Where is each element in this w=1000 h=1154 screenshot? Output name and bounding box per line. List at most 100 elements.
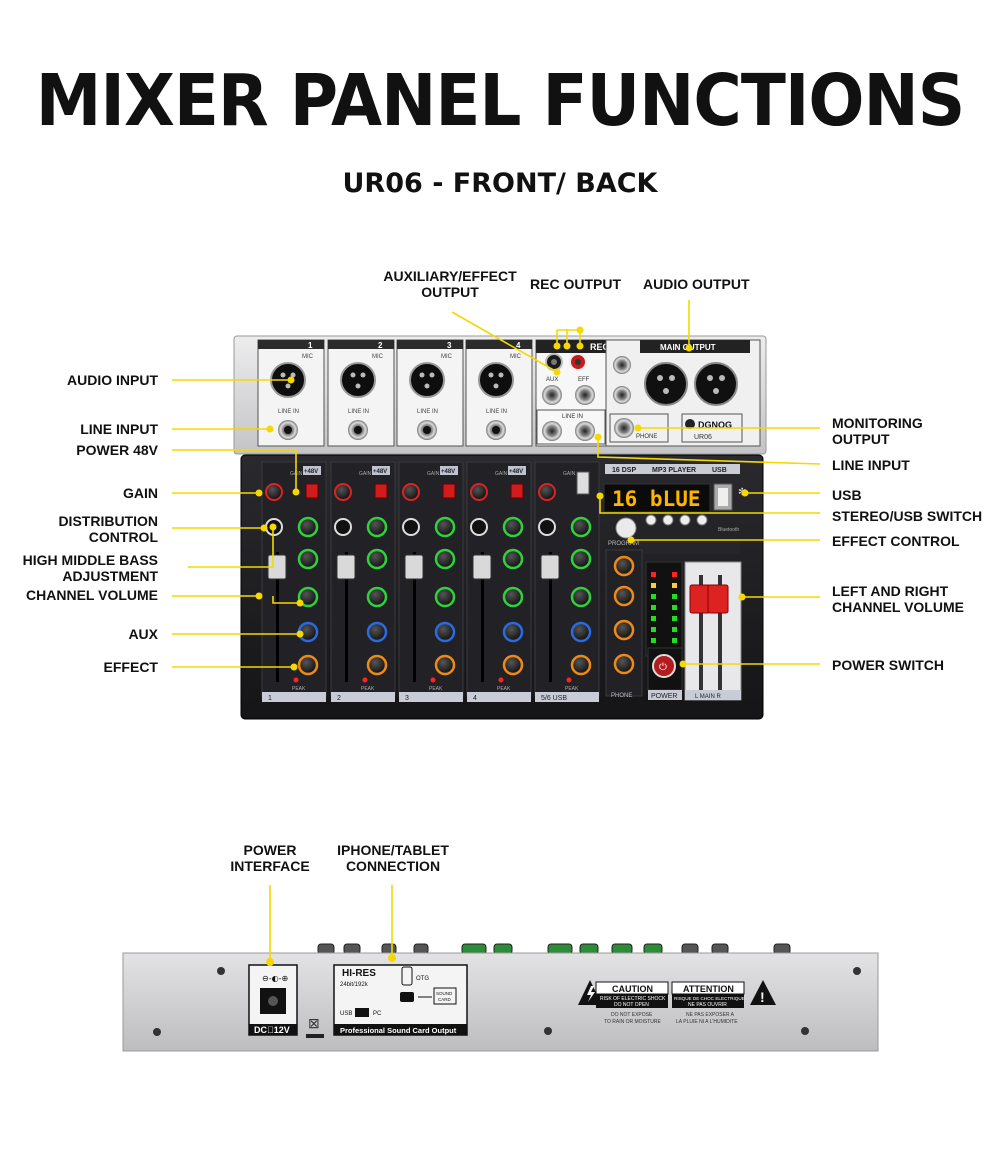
pan-knob[interactable] <box>402 518 420 536</box>
gain-knob[interactable] <box>402 483 420 501</box>
usb-panel-label: USB <box>712 467 727 474</box>
display-readout: 16 bLUE <box>612 487 701 511</box>
gain-knob[interactable] <box>470 483 488 501</box>
jack-hole <box>492 426 500 434</box>
channel-strip-number: 3 <box>405 695 409 702</box>
pan-knob[interactable] <box>470 518 488 536</box>
eq-knob[interactable] <box>297 548 319 570</box>
gain-knob[interactable] <box>538 483 556 501</box>
aux-knob[interactable] <box>502 621 524 643</box>
aux-knob[interactable] <box>434 621 456 643</box>
eff-knob[interactable] <box>297 654 319 676</box>
gain-knob[interactable] <box>334 483 352 501</box>
eq-knob[interactable] <box>502 516 524 538</box>
gain-knob[interactable] <box>265 483 283 501</box>
eff-knob[interactable] <box>502 654 524 676</box>
back-callouts <box>269 885 393 962</box>
usb-c-port[interactable] <box>400 992 414 1002</box>
bitrate-label: 24bit/192k <box>340 982 369 988</box>
xlr-input[interactable] <box>478 362 514 398</box>
phantom-label: +48V <box>441 469 455 475</box>
stereo-usb-switch[interactable] <box>576 471 590 495</box>
mp3-control-button[interactable] <box>696 514 708 526</box>
xlr-input[interactable] <box>409 362 445 398</box>
eq-knob[interactable] <box>434 586 456 608</box>
eff-knob[interactable] <box>570 654 592 676</box>
channel-fader[interactable] <box>540 554 560 580</box>
phantom-48v-button[interactable] <box>442 483 456 499</box>
channel-fader[interactable] <box>336 554 356 580</box>
callout-line <box>451 311 558 373</box>
eff-output-jack[interactable] <box>575 385 595 405</box>
label-channel-volume: CHANNEL VOLUME <box>26 587 158 603</box>
pan-knob[interactable] <box>334 518 352 536</box>
eq-knob[interactable] <box>366 586 388 608</box>
meter-led <box>651 605 656 610</box>
line-in-5-jack[interactable] <box>542 421 562 441</box>
phantom-label: +48V <box>373 469 387 475</box>
eq-knob[interactable] <box>366 548 388 570</box>
usb-pc-switch[interactable] <box>355 1008 369 1017</box>
eff-knob[interactable] <box>434 654 456 676</box>
aux-output-jack[interactable] <box>542 385 562 405</box>
eq-knob[interactable] <box>570 548 592 570</box>
effect-knob[interactable] <box>613 555 635 577</box>
peak-label: PEAK <box>429 686 443 692</box>
meter-led <box>651 594 656 599</box>
eq-knob[interactable] <box>570 516 592 538</box>
effect-knob[interactable] <box>613 619 635 641</box>
input-header <box>328 340 394 349</box>
channel-strip-footer <box>535 692 599 702</box>
eff-knob[interactable] <box>366 654 388 676</box>
phantom-48v-button[interactable] <box>305 483 319 499</box>
eq-knob[interactable] <box>434 548 456 570</box>
eq-knob[interactable] <box>366 516 388 538</box>
eq-knob[interactable] <box>297 516 319 538</box>
channel-fader[interactable] <box>404 554 424 580</box>
main-l-jack[interactable] <box>613 356 631 374</box>
effect-knob[interactable] <box>613 585 635 607</box>
mp3-control-button[interactable] <box>679 514 691 526</box>
mp3-control-button[interactable] <box>662 514 674 526</box>
channel-fader[interactable] <box>472 554 492 580</box>
aux-knob[interactable] <box>366 621 388 643</box>
callout-dot <box>296 630 304 638</box>
xlr-pin <box>290 372 296 378</box>
mp3-control-button[interactable] <box>645 514 657 526</box>
eq-knob[interactable] <box>502 548 524 570</box>
gain-label: GAIN <box>495 471 508 477</box>
main-r-jack[interactable] <box>613 386 631 404</box>
aux-knob[interactable] <box>570 621 592 643</box>
callout-line <box>188 527 274 568</box>
phone-icon <box>401 966 413 986</box>
main-right-fader[interactable] <box>707 584 729 614</box>
phone-jack-label: PHONE <box>636 434 657 440</box>
eff-out-label: EFF <box>578 377 590 383</box>
line-in-6-jack[interactable] <box>575 421 595 441</box>
callout-line <box>597 437 821 465</box>
control-surface: 1GAIN+48VPEAK2GAIN+48VPEAK3GAIN+48VPEAK4… <box>240 454 764 720</box>
phone-output-jack[interactable] <box>614 418 634 438</box>
eq-knob[interactable] <box>570 586 592 608</box>
main-l-xlr[interactable] <box>644 362 688 406</box>
eq-knob[interactable] <box>434 516 456 538</box>
label-auxiliary-effect-output: AUXILIARY/EFFECT OUTPUT <box>383 268 517 300</box>
eq-knob[interactable] <box>297 586 319 608</box>
power-switch[interactable] <box>652 654 676 678</box>
pan-knob[interactable] <box>538 518 556 536</box>
program-knob[interactable] <box>615 517 637 539</box>
sound-card-label: SOUND <box>436 991 453 996</box>
peak-led <box>566 677 572 683</box>
channel-strip-footer <box>262 692 326 702</box>
channel-strip-footer <box>399 692 463 702</box>
phantom-48v-button[interactable] <box>374 483 388 499</box>
phantom-48v-button[interactable] <box>510 483 524 499</box>
peak-led <box>498 677 504 683</box>
xlr-input[interactable] <box>340 362 376 398</box>
xlr-pin <box>424 383 430 389</box>
main-r-xlr[interactable] <box>694 362 738 406</box>
dc-polarity-icon: ⊖-◐-⊕ <box>262 974 288 983</box>
effect-knob[interactable] <box>613 653 635 675</box>
eq-knob[interactable] <box>502 586 524 608</box>
meter-led <box>672 605 677 610</box>
